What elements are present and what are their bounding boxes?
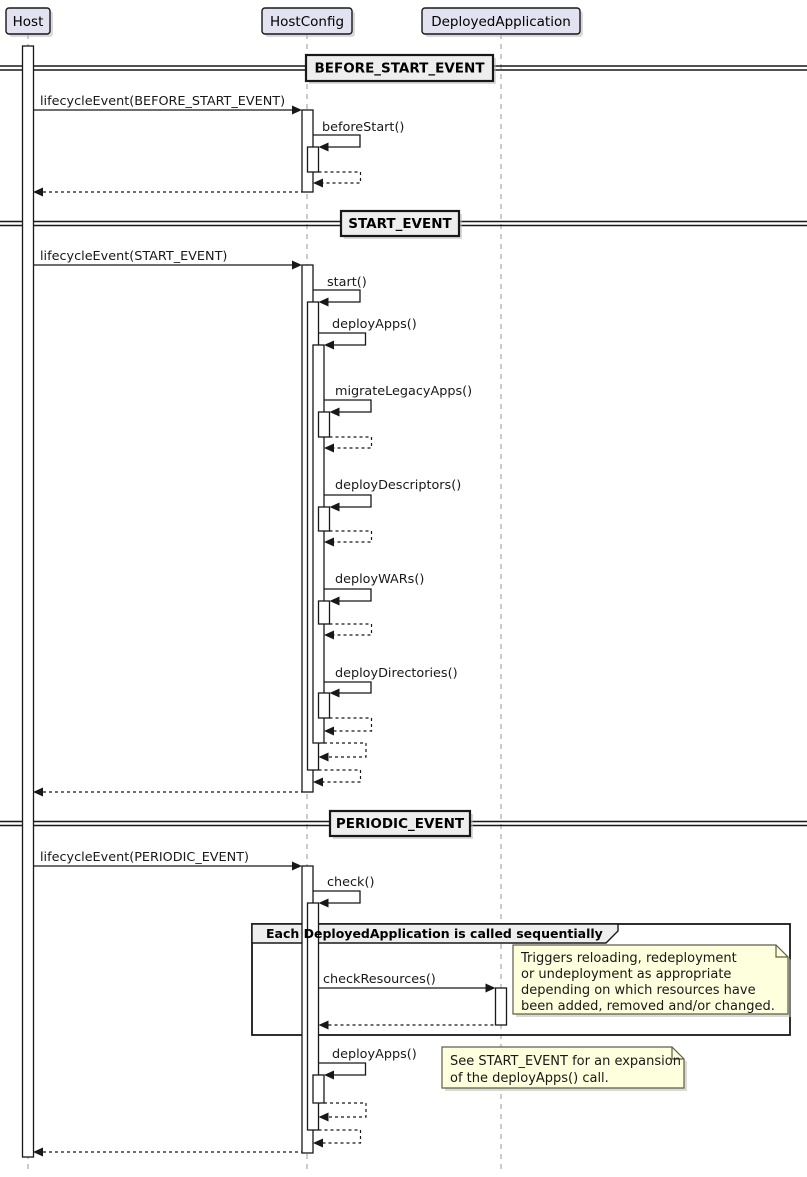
divider-before-start-event-label: BEFORE_START_EVENT: [314, 61, 485, 77]
notes: Triggers reloading, redeployment or unde…: [441, 944, 791, 1091]
message-deploy-apps: deployApps(): [332, 317, 417, 332]
activation-deploydirectories: [317, 692, 331, 719]
arrowhead-icon: [324, 340, 334, 350]
arrowhead-icon: [318, 1020, 329, 1030]
note-line: or undeployment as appropriate: [521, 967, 731, 982]
participant-hostconfig-box: [261, 7, 353, 35]
arrowhead-icon: [329, 407, 340, 417]
arrowhead-icon: [324, 726, 334, 736]
arrowhead-icon: [318, 1112, 329, 1122]
activation-deployapps: [312, 344, 325, 744]
message-deploy-directories: deployDirectories(): [335, 666, 458, 681]
note-fold-icon: [671, 1047, 684, 1060]
arrowhead-icon: [292, 105, 302, 115]
activation-beforestart: [306, 146, 320, 173]
arrowhead-icon: [33, 187, 43, 197]
note-check-resources: [512, 944, 789, 1015]
arrowhead-icon: [313, 777, 323, 787]
activation-bars: [21, 45, 508, 1158]
message-lifecycle-before-start: lifecycleEvent(BEFORE_START_EVENT): [40, 94, 285, 109]
note-line: Triggers reloading, redeployment: [520, 951, 737, 966]
arrowhead-icon: [313, 178, 323, 188]
arrowhead-icon: [329, 688, 340, 698]
message-deploy-wars: deployWARs(): [335, 572, 424, 587]
group-header: [251, 923, 619, 944]
arrowhead-icon: [329, 596, 340, 606]
group-label: Each DeployedApplication is called seque…: [266, 926, 603, 941]
dividers: BEFORE_START_EVENT START_EVENT PERIODIC_…: [304, 53, 496, 839]
section-periodic-event: lifecycleEvent(PERIODIC_EVENT) check() c…: [33, 850, 496, 1157]
arrowhead-icon: [324, 537, 334, 547]
message-deploy-descriptors: deployDescriptors(): [335, 478, 461, 493]
section-start-event: lifecycleEvent(START_EVENT) start() depl…: [33, 249, 472, 797]
participants: Host HostConfig DeployedApplication: [5, 7, 583, 37]
activation-migratelegacyapps: [317, 411, 331, 438]
activation-check: [306, 902, 320, 1131]
message-deploy-apps-periodic: deployApps(): [332, 1047, 417, 1062]
note-line: See START_EVENT for an expansion: [450, 1054, 681, 1069]
participant-deployedapplication-label: DeployedApplication: [431, 14, 571, 30]
activation-host: [21, 45, 35, 1158]
arrowhead-icon: [485, 983, 496, 993]
arrowhead-icon: [33, 787, 43, 797]
activation-deploydescriptors: [317, 506, 331, 532]
activation-deployapps-periodic: [312, 1074, 325, 1104]
participant-host-label: Host: [13, 14, 44, 30]
arrowhead-icon: [324, 630, 334, 640]
message-start: start(): [327, 275, 367, 290]
arrowhead-icon: [324, 1070, 334, 1080]
message-before-start: beforeStart(): [322, 120, 404, 135]
divider-start-event-box: [339, 209, 461, 238]
section-before-start-event: lifecycleEvent(BEFORE_START_EVENT) befor…: [33, 94, 404, 197]
arrowhead-icon: [324, 443, 334, 453]
note-line: been added, removed and/or changed.: [521, 999, 775, 1014]
arrowhead-icon: [33, 1147, 43, 1157]
divider-lines: [0, 65, 807, 827]
arrowhead-icon: [318, 752, 329, 762]
divider-before-start-event-box: [304, 53, 495, 83]
participant-host-box: [5, 7, 51, 35]
lifelines: [27, 34, 502, 1170]
note-line: of the deployApps() call.: [450, 1071, 609, 1086]
message-migrate-legacy-apps: migrateLegacyApps(): [335, 384, 472, 399]
arrowhead-icon: [318, 297, 329, 307]
arrowhead-icon: [313, 1138, 323, 1148]
message-check: check(): [327, 875, 374, 890]
note-line: depending on which resources have: [521, 983, 756, 998]
participant-deployedapplication-box: [421, 7, 581, 35]
arrowhead-icon: [318, 142, 329, 152]
message-lifecycle-periodic: lifecycleEvent(PERIODIC_EVENT): [40, 850, 249, 865]
arrowhead-icon: [292, 861, 302, 871]
arrowhead-icon: [329, 502, 340, 512]
divider-periodic-event-box: [328, 809, 472, 838]
divider-periodic-event-label: PERIODIC_EVENT: [336, 816, 465, 832]
message-lifecycle-start: lifecycleEvent(START_EVENT): [40, 249, 227, 264]
note-fold-icon: [775, 945, 788, 958]
participant-hostconfig-label: HostConfig: [270, 14, 344, 30]
note-deploy-apps: [441, 1046, 685, 1089]
arrowhead-icon: [292, 260, 302, 270]
arrowhead-icon: [318, 898, 329, 908]
divider-start-event-label: START_EVENT: [348, 216, 452, 232]
activation-deploywars: [317, 600, 331, 625]
activation-deployedapplication: [494, 987, 508, 1026]
message-check-resources: checkResources(): [323, 972, 436, 987]
